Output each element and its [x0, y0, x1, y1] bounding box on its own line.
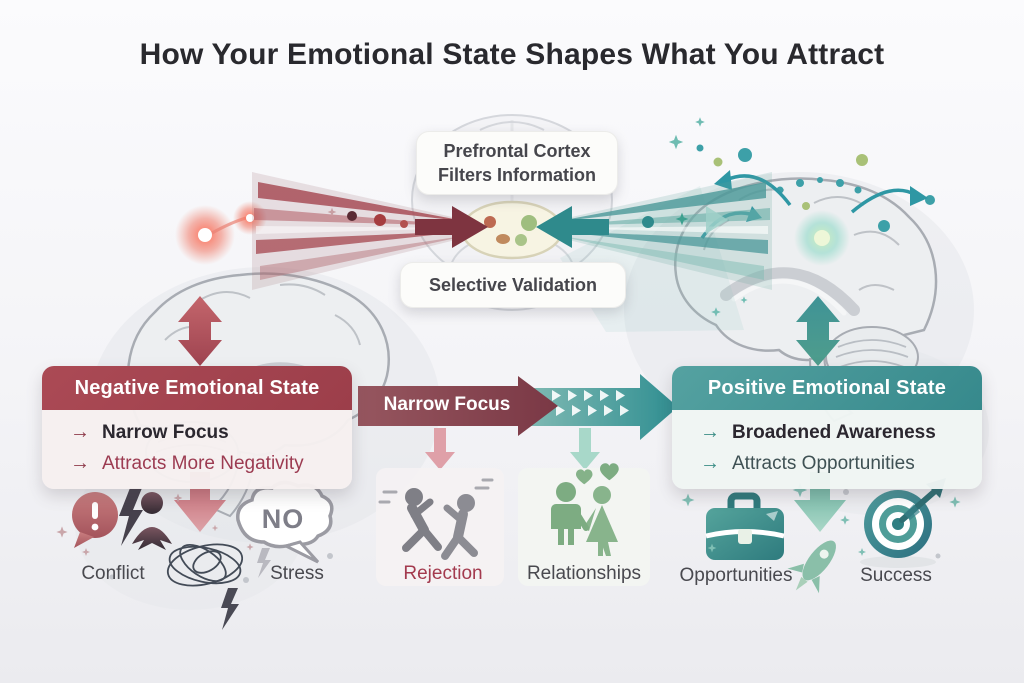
success-label: Success: [860, 565, 932, 586]
rocket-icon: [787, 540, 836, 594]
no-bubble-text: NO: [261, 504, 305, 534]
positive-converge-arrow: [536, 206, 609, 248]
relationships-down-arrow: [570, 428, 600, 470]
selective-validation-label: Selective Validation: [428, 274, 598, 295]
target-arrow-icon: [860, 478, 946, 568]
negative-down-arrow: [174, 472, 226, 532]
sparkle-icons: [56, 482, 961, 583]
rejection-label: Rejection: [403, 563, 483, 584]
selective-validation-box: Selective Validation: [400, 262, 626, 308]
positive-state-header: Positive Emotional State: [672, 366, 982, 410]
relationships-label: Relationships: [526, 563, 642, 584]
page-title: How Your Emotional State Shapes What You…: [139, 38, 885, 71]
arrow-bullet-icon: →: [700, 452, 720, 474]
stress-label: Stress: [270, 563, 324, 584]
running-figures-icon: [378, 478, 494, 560]
positive-down-arrow: [794, 472, 846, 532]
tangle-scribble-icon: [166, 543, 244, 587]
rejection-down-arrow: [425, 428, 455, 470]
negative-item-attracts-negativity: → Attracts More Negativity: [70, 450, 342, 477]
stress-lightning-icon: [257, 548, 271, 578]
negative-state-body: → Narrow Focus → Attracts More Negativit…: [42, 410, 352, 489]
amygdala-glow-negative: [175, 201, 267, 265]
negative-state-banner: Negative Emotional State → Narrow Focus …: [42, 366, 352, 489]
lightning-icon: [119, 488, 143, 546]
opportunities-label: Opportunities: [679, 565, 793, 586]
exclamation-bubble-icon: [72, 492, 118, 548]
positive-state-banner: Positive Emotional State → Broadened Awa…: [672, 366, 982, 489]
no-speech-bubble-icon: [236, 480, 334, 564]
person-icon: [132, 492, 172, 550]
negative-converge-arrow: [415, 206, 488, 248]
narrow-focus-arrow: [358, 376, 558, 436]
arrow-bullet-icon: →: [70, 452, 90, 474]
narrow-focus-arrow-label: Narrow Focus: [383, 394, 511, 415]
prefrontal-cortex-label: Prefrontal Cortex Filters Information: [437, 140, 596, 185]
negative-item-narrow-focus: → Narrow Focus: [70, 419, 342, 446]
negative-state-header: Negative Emotional State: [42, 366, 352, 410]
broaden-arrow: [505, 374, 678, 440]
arrow-bullet-icon: →: [70, 421, 90, 443]
negative-double-arrow: [178, 296, 222, 366]
arrow-bullet-icon: →: [700, 421, 720, 443]
positive-item-broadened-awareness: → Broadened Awareness: [700, 419, 972, 446]
positive-state-body: → Broadened Awareness → Attracts Opportu…: [672, 410, 982, 489]
briefcase-icon: [705, 492, 785, 560]
prefrontal-cortex-box: Prefrontal Cortex Filters Information: [416, 131, 618, 195]
filter-oval: [460, 200, 564, 260]
tangle-lightning-icon: [221, 588, 239, 630]
positive-item-attracts-opportunities: → Attracts Opportunities: [700, 450, 972, 477]
conflict-label: Conflict: [81, 563, 145, 584]
couple-hearts-icon: [551, 463, 619, 556]
positive-double-arrow: [796, 296, 840, 366]
